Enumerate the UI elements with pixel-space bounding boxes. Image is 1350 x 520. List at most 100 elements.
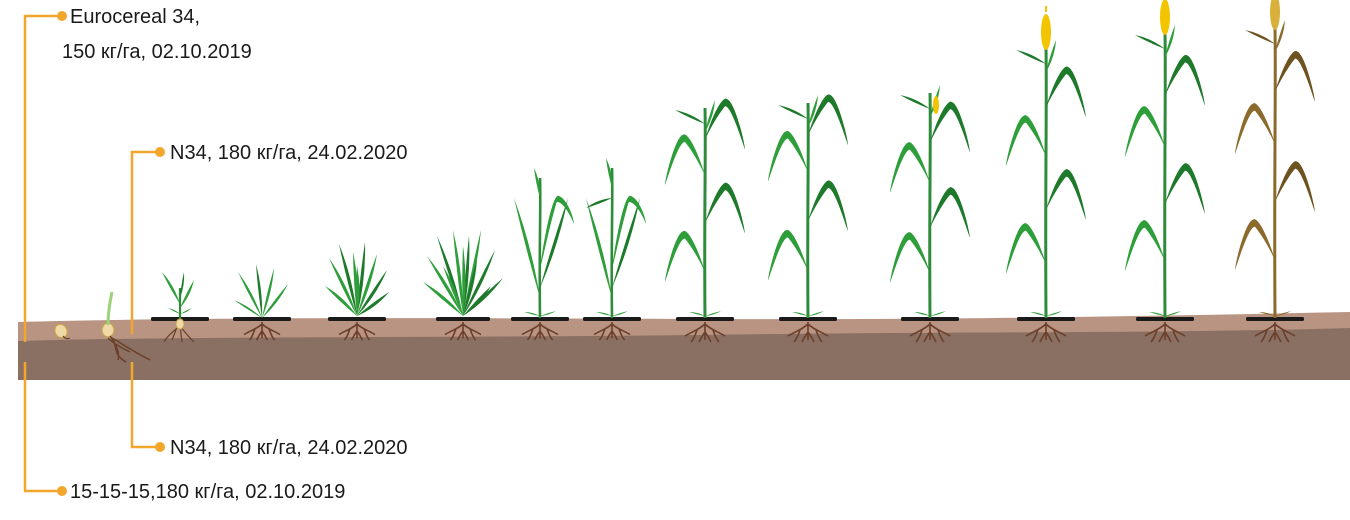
plant-tillering-late [423, 230, 503, 341]
root-system [684, 322, 726, 343]
leaf [262, 268, 274, 318]
seed-grain [175, 318, 185, 330]
callout-npk-line [23, 362, 58, 493]
leaf [256, 264, 263, 318]
leaf [1245, 30, 1275, 44]
plant-seedling [151, 272, 209, 343]
leaf [463, 260, 477, 316]
leaf [1030, 312, 1046, 316]
plant-stem [1273, 27, 1277, 319]
callout-n34-top-line [130, 150, 158, 334]
plant-stem [1163, 32, 1167, 319]
callout-n34-bottom-dot [155, 442, 165, 452]
leaf [234, 300, 262, 318]
leaf [443, 266, 463, 316]
callout-seed-line [23, 14, 58, 342]
ground-marker [511, 317, 569, 321]
plant-stem [806, 102, 810, 319]
leaf [778, 105, 808, 119]
leaf [1135, 35, 1165, 49]
leaf [423, 282, 463, 316]
leaf [612, 195, 646, 268]
ear [1270, 0, 1280, 30]
plant-ripening [1125, 0, 1205, 343]
leaf [357, 292, 389, 316]
ground-marker [233, 317, 291, 321]
soil [18, 312, 1350, 380]
plant-stages [151, 0, 1315, 343]
leaf [357, 254, 377, 316]
leaf [675, 110, 705, 124]
leaf [162, 272, 180, 304]
leaf [665, 230, 705, 282]
plant-stem [1044, 47, 1048, 319]
ear [1041, 14, 1051, 50]
leaf [1235, 103, 1275, 154]
seed-root [62, 335, 71, 340]
leaf [180, 272, 185, 298]
callout-n34-top-dot [155, 147, 165, 157]
leaf [705, 98, 745, 150]
leaf [463, 230, 481, 316]
leaf [1275, 311, 1291, 316]
plant-stem [703, 107, 707, 319]
plant-stem-elongation-late [583, 158, 646, 341]
leaf [540, 311, 556, 316]
leaf [890, 142, 930, 193]
leaf [1165, 25, 1175, 57]
ground-marker [436, 317, 490, 321]
leaf [914, 312, 930, 316]
leaf [606, 158, 613, 188]
leaf [768, 229, 808, 281]
leaf [1125, 220, 1165, 271]
root-system [1025, 322, 1067, 343]
leaf [524, 312, 540, 316]
plant-stem [538, 177, 542, 319]
leaf [339, 244, 357, 316]
leaf [262, 284, 288, 318]
root-system [521, 322, 559, 341]
leaf [168, 308, 180, 314]
ground-marker [328, 317, 386, 321]
leaf [453, 230, 463, 316]
leaf [356, 266, 360, 316]
leaf [427, 256, 463, 316]
root-system [1254, 322, 1296, 343]
leaf [1125, 106, 1165, 157]
leaf [238, 272, 262, 318]
label-seed-line2: 150 кг/га, 02.10.2019 [62, 41, 252, 63]
root-system [787, 322, 829, 343]
leaf [462, 246, 466, 316]
leaf [1165, 163, 1205, 214]
root-system [338, 322, 376, 341]
root-system [163, 325, 195, 343]
leaf [329, 258, 357, 316]
leaf [357, 270, 387, 316]
root-system [243, 322, 281, 341]
leaf [612, 198, 640, 288]
leaf [705, 100, 715, 132]
leaf [808, 94, 848, 146]
leaf [586, 198, 612, 208]
plant-stem [610, 167, 614, 319]
subsoil-layer [18, 327, 1350, 380]
leaf [540, 195, 574, 268]
callout-npk-dot [57, 486, 67, 496]
root-system [1144, 322, 1186, 343]
plant-tillering [325, 242, 389, 341]
leaf [1046, 311, 1062, 316]
leaf [1165, 54, 1205, 106]
ground-marker [676, 317, 734, 321]
leaf [180, 308, 192, 314]
leaf [768, 130, 808, 182]
leaf [325, 286, 357, 316]
plant-maturity [1235, 0, 1315, 343]
ground-marker [1017, 317, 1075, 321]
leaf [808, 180, 848, 232]
germination-stage [101, 291, 151, 363]
leaf [1046, 66, 1086, 118]
leaf [930, 187, 970, 238]
plant-flag-leaf [768, 94, 848, 343]
leaf [900, 95, 930, 109]
leaf [808, 311, 824, 316]
